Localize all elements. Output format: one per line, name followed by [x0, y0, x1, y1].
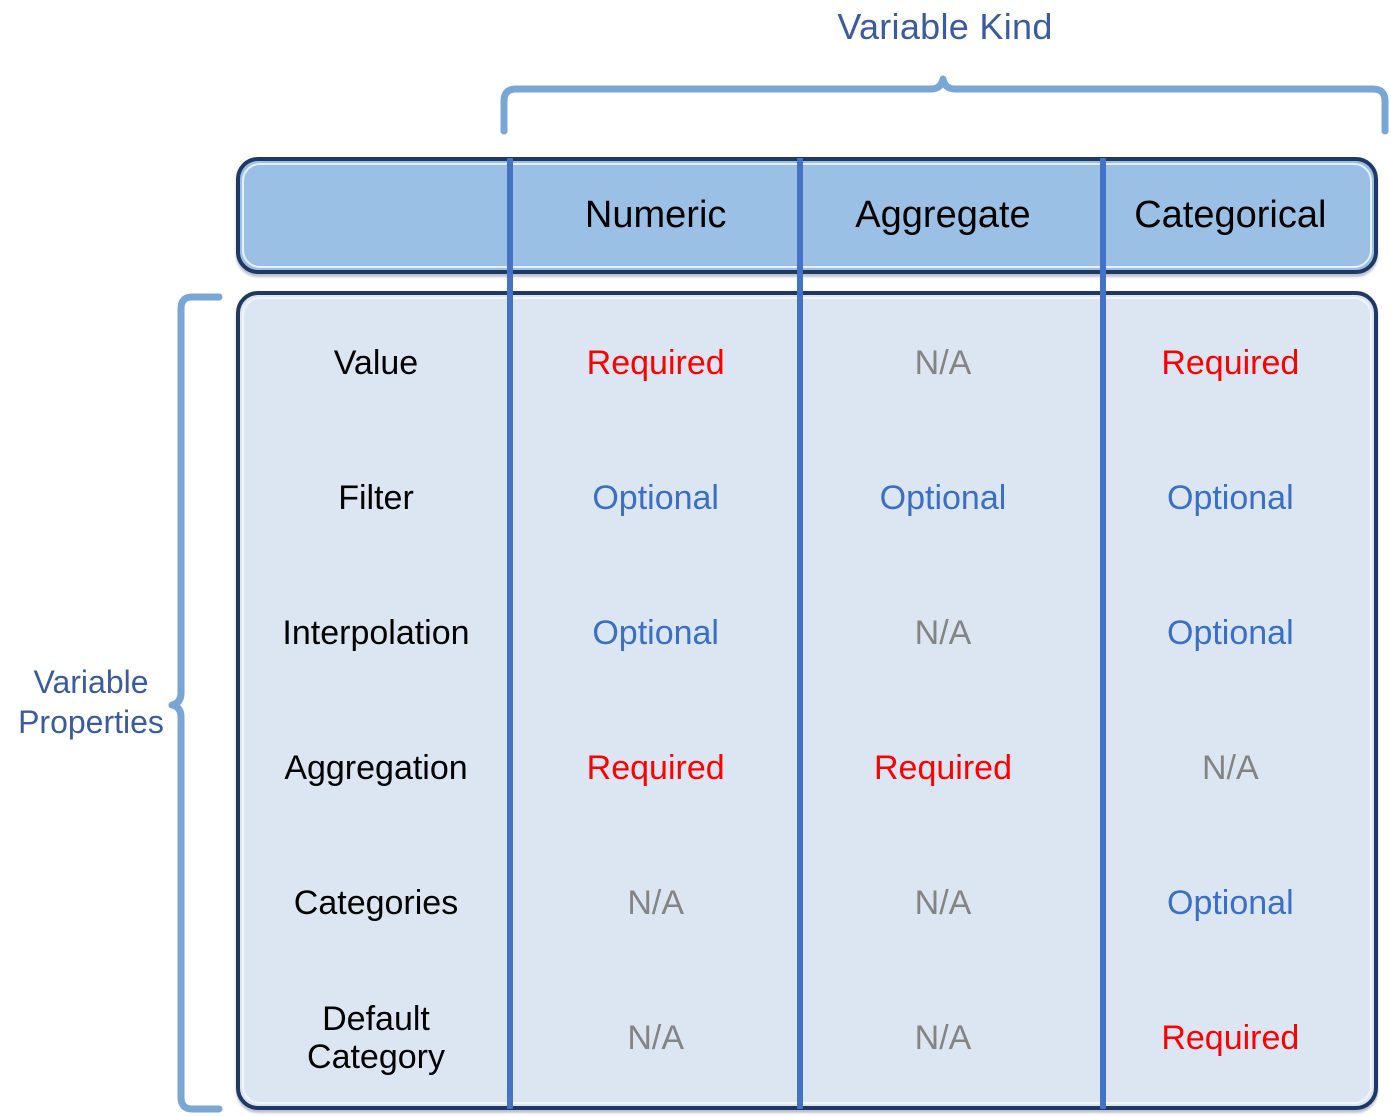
variable-properties-title: Variable Properties — [18, 664, 164, 740]
row-label-interpolation: Interpolation — [282, 613, 470, 652]
cell-categories-aggregate[interactable]: N/A — [914, 884, 972, 923]
table-row: Interpolation Optional N/A Optional — [240, 565, 1374, 700]
row-label-value: Value — [333, 343, 419, 382]
row-label-aggregation: Aggregation — [284, 749, 468, 788]
column-header-numeric[interactable]: Numeric — [584, 194, 727, 236]
cell-interpolation-aggregate[interactable]: N/A — [914, 613, 972, 652]
cell-filter-aggregate[interactable]: Optional — [879, 478, 1007, 517]
cell-interpolation-numeric[interactable]: Optional — [592, 613, 719, 652]
column-header-band: Numeric Aggregate Categorical — [236, 157, 1378, 274]
cell-default-category-aggregate[interactable]: N/A — [914, 1019, 972, 1058]
matrix-body-band: Value Required N/A Required Filter Optio… — [236, 291, 1378, 1110]
column-divider-1 — [507, 158, 513, 1109]
row-label-default-category: Default Category — [307, 1000, 445, 1077]
table-row: Categories N/A N/A Optional — [240, 836, 1374, 971]
cell-aggregation-aggregate[interactable]: Required — [874, 749, 1012, 788]
cell-aggregation-categorical[interactable]: N/A — [1201, 749, 1259, 788]
left-brace-icon — [168, 293, 223, 1113]
cell-default-category-categorical[interactable]: Required — [1161, 1019, 1300, 1058]
cell-value-numeric[interactable]: Required — [586, 343, 725, 382]
column-divider-3 — [1100, 158, 1106, 1109]
table-row: Value Required N/A Required — [240, 295, 1374, 430]
column-header-aggregate[interactable]: Aggregate — [855, 194, 1031, 236]
cell-filter-numeric[interactable]: Optional — [592, 478, 719, 517]
cell-aggregation-numeric[interactable]: Required — [586, 749, 725, 788]
cell-value-aggregate[interactable]: N/A — [914, 343, 972, 382]
cell-filter-categorical[interactable]: Optional — [1167, 478, 1294, 517]
top-brace-icon — [500, 75, 1389, 135]
variable-kind-title: Variable Kind — [837, 6, 1053, 47]
cell-interpolation-categorical[interactable]: Optional — [1167, 613, 1294, 652]
column-divider-2 — [797, 158, 803, 1109]
column-header-categorical[interactable]: Categorical — [1134, 194, 1327, 236]
table-row: Aggregation Required Required N/A — [240, 701, 1374, 836]
cell-value-categorical[interactable]: Required — [1161, 343, 1300, 382]
table-row: Filter Optional Optional Optional — [240, 430, 1374, 565]
row-label-categories: Categories — [293, 884, 459, 923]
table-row: Default Category N/A N/A Required — [240, 971, 1374, 1106]
header-corner-cell — [240, 161, 512, 270]
row-label-filter: Filter — [338, 478, 414, 517]
cell-default-category-numeric[interactable]: N/A — [627, 1019, 684, 1058]
cell-categories-numeric[interactable]: N/A — [627, 884, 684, 923]
cell-categories-categorical[interactable]: Optional — [1167, 884, 1294, 923]
